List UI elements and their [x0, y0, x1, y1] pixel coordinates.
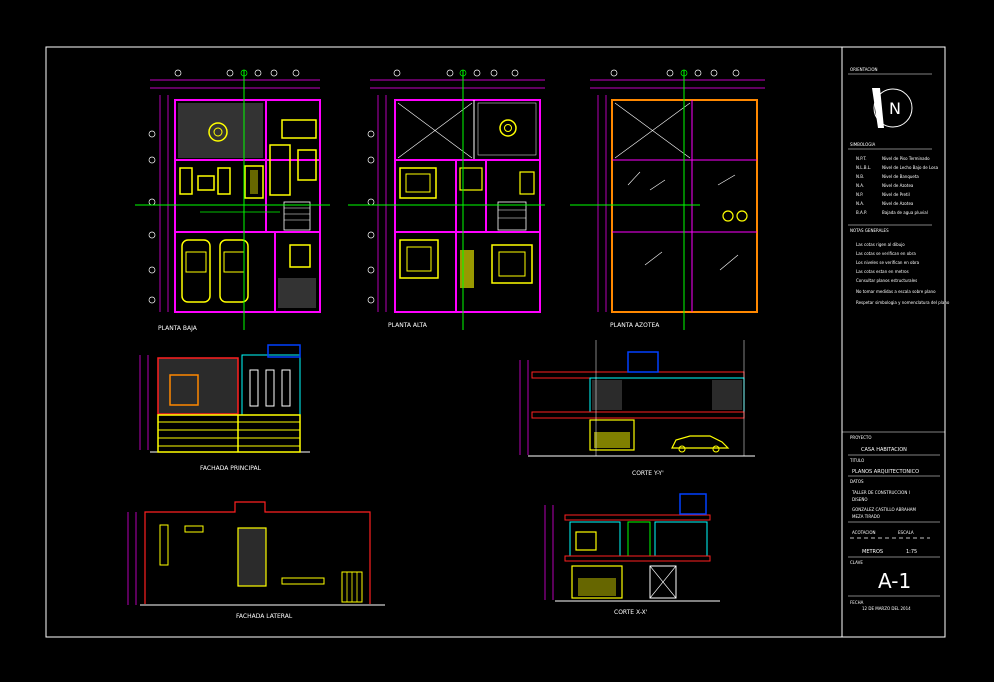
nota-item: No tomar medidas a escala sobre plano — [856, 289, 936, 294]
acotacion-label: ACOTACION — [852, 530, 876, 535]
simbologia-code: N.B. — [856, 174, 864, 179]
corte-yy-section: CORTE Y-Y' — [519, 340, 755, 477]
north-arrow-icon: N — [872, 88, 913, 128]
datos-label: DATOS — [850, 479, 864, 484]
nota-item: Las cotas estan en metros — [856, 269, 909, 274]
titulo-label: TITULO — [849, 458, 864, 463]
acotacion-value: METROS — [862, 549, 883, 555]
simbologia-desc: Bajada de agua pluvial — [882, 210, 928, 215]
simbologia-code: N.A. — [856, 183, 864, 188]
simbologia-list: N.P.T. Nivel de Piso Terminado N.L.B.L. … — [856, 156, 939, 215]
fachada-principal-elevation: FACHADA PRINCIPAL — [139, 344, 310, 472]
simbologia-desc: Nivel de Azotea — [882, 201, 914, 206]
planta-azotea-label: PLANTA AZOTEA — [610, 322, 660, 329]
nota-item: Las cotas se verifican en obra — [856, 251, 916, 256]
title-block: ORIENTACION N SIMBOLOGIA N.P.T. Nivel de… — [842, 67, 950, 611]
simbologia-code: N.L.B.L. — [856, 165, 871, 170]
datos-line-1b: DISEÑO — [852, 497, 867, 502]
sheet-border — [45, 46, 946, 638]
planta-alta-label: PLANTA ALTA — [388, 322, 428, 329]
proyecto-label: PROYECTO — [850, 435, 871, 440]
datos-line-2: GONZALEZ CASTILLO ABRAHAM — [852, 507, 916, 512]
fachada-lateral-label: FACHADA LATERAL — [236, 613, 293, 620]
titulo-value: PLANOS ARQUITECTONICO — [852, 469, 919, 475]
planta-baja-label: PLANTA BAJA — [158, 325, 198, 332]
simbologia-desc: Nivel de Azotea — [882, 183, 914, 188]
escala-value: 1:75 — [906, 549, 917, 555]
fecha-value: 12 DE MARZO DEL 2014 — [862, 606, 911, 611]
nota-item: Consultar planos estructurales — [856, 278, 917, 283]
datos-line-1: TALLER DE CONSTRUCCION I — [851, 490, 910, 495]
simbologia-desc: Nivel de Lecho Bajo de Losa — [882, 165, 939, 170]
nota-item: Respetar simbologia y nomenclatura del p… — [856, 300, 950, 305]
planta-alta-plan: PLANTA ALTA — [348, 69, 545, 330]
orientacion-label: ORIENTACION — [850, 67, 878, 72]
fachada-principal-label: FACHADA PRINCIPAL — [200, 465, 262, 472]
corte-xx-section: CORTE X-X' — [544, 493, 720, 616]
simbologia-label: SIMBOLOGIA — [850, 142, 876, 147]
simbologia-code: N.A. — [856, 201, 864, 206]
simbologia-desc: Nivel de Piso Terminado — [882, 156, 930, 161]
fecha-label: FECHA — [850, 600, 864, 605]
corte-yy-label: CORTE Y-Y' — [632, 470, 664, 477]
proyecto-value: CASA HABITACION — [861, 447, 907, 453]
simbologia-desc: Nivel de Banqueta — [882, 174, 919, 179]
escala-label: ESCALA — [898, 530, 914, 535]
north-letter: N — [889, 99, 901, 118]
nota-item: Los niveles se verifican en obra — [856, 260, 920, 265]
simbologia-desc: Nivel de Pretil — [882, 192, 910, 197]
notas-label: NOTAS GENERALES — [850, 228, 889, 233]
simbologia-code: B.A.P. — [856, 210, 867, 215]
simbologia-code: N.P.T. — [856, 156, 867, 161]
nota-item: Las cotas rigen al dibujo — [856, 242, 905, 247]
corte-xx-label: CORTE X-X' — [614, 609, 648, 616]
fachada-lateral-elevation: FACHADA LATERAL — [127, 501, 385, 620]
simbologia-code: N.P. — [856, 192, 863, 197]
clave-label: CLAVE — [850, 560, 863, 565]
planta-azotea-plan: PLANTA AZOTEA — [570, 69, 765, 330]
datos-line-2b: MEZA TIRADO — [852, 514, 880, 519]
clave-value: A-1 — [878, 569, 911, 593]
planta-baja-plan: PLANTA BAJA — [135, 69, 330, 332]
